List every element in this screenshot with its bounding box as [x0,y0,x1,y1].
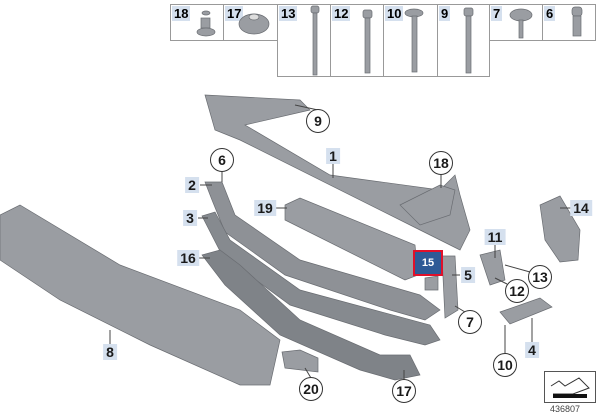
bracket-11 [479,249,506,286]
hardware-box-13[interactable]: 13 [277,4,331,77]
hardware-box-6[interactable]: 6 [542,4,596,41]
screw-6-icon [571,6,583,37]
bracket-5 [441,255,459,319]
bolt-10-icon [404,8,424,73]
diagram-number: 436807 [550,404,581,414]
screw-7-icon [509,8,533,39]
bolt-9-icon [463,7,474,74]
callout-1[interactable]: 1 [326,148,340,164]
callout-15-selected[interactable]: 15 [413,250,443,276]
clip-15 [424,275,439,291]
bumper-carrier-1 [204,94,471,251]
callout-4[interactable]: 4 [525,342,539,358]
hardware-box-12[interactable]: 12 [330,4,384,77]
callout-6[interactable]: 6 [210,148,234,172]
orientation-arrow-icon [544,371,596,403]
callout-10[interactable]: 10 [493,353,517,377]
bumper-foam-8 [0,204,281,386]
bracket-14 [539,195,581,263]
nut-17-icon [238,13,270,35]
box-label: 17 [225,6,244,21]
box-label: 13 [279,6,298,21]
box-label: 6 [544,6,556,21]
block-4 [499,297,553,325]
callout-3[interactable]: 3 [183,210,197,226]
callout-20[interactable]: 20 [299,377,323,401]
callout-5[interactable]: 5 [461,267,475,283]
callout-18[interactable]: 18 [429,151,453,175]
strut-16 [201,249,421,381]
callout-14[interactable]: 14 [570,200,592,216]
callout-13[interactable]: 13 [528,265,552,289]
box-label: 10 [385,6,404,21]
callout-11[interactable]: 11 [484,229,506,245]
callout-8[interactable]: 8 [103,344,117,360]
bolt-12-icon [362,9,373,74]
bracket-18 [399,184,456,226]
callout-7[interactable]: 7 [458,310,482,334]
screw-18-icon [196,10,216,37]
clip-20 [281,349,319,373]
box-label: 18 [172,6,191,21]
box-label: 7 [491,6,503,21]
callout-12[interactable]: 12 [505,279,529,303]
hardware-box-10[interactable]: 10 [383,4,438,77]
box-label: 9 [439,6,451,21]
hardware-box-9[interactable]: 9 [437,4,490,77]
hardware-box-18[interactable]: 18 [170,4,224,41]
callout-17[interactable]: 17 [392,379,416,403]
callout-9[interactable]: 9 [306,109,330,133]
callout-2[interactable]: 2 [185,177,199,193]
strut-3 [201,211,441,346]
callout-19[interactable]: 19 [254,200,276,216]
callout-16[interactable]: 16 [177,250,199,266]
leader-lines [109,104,572,380]
box-label: 12 [332,6,351,21]
bolt-13-icon [310,5,320,76]
